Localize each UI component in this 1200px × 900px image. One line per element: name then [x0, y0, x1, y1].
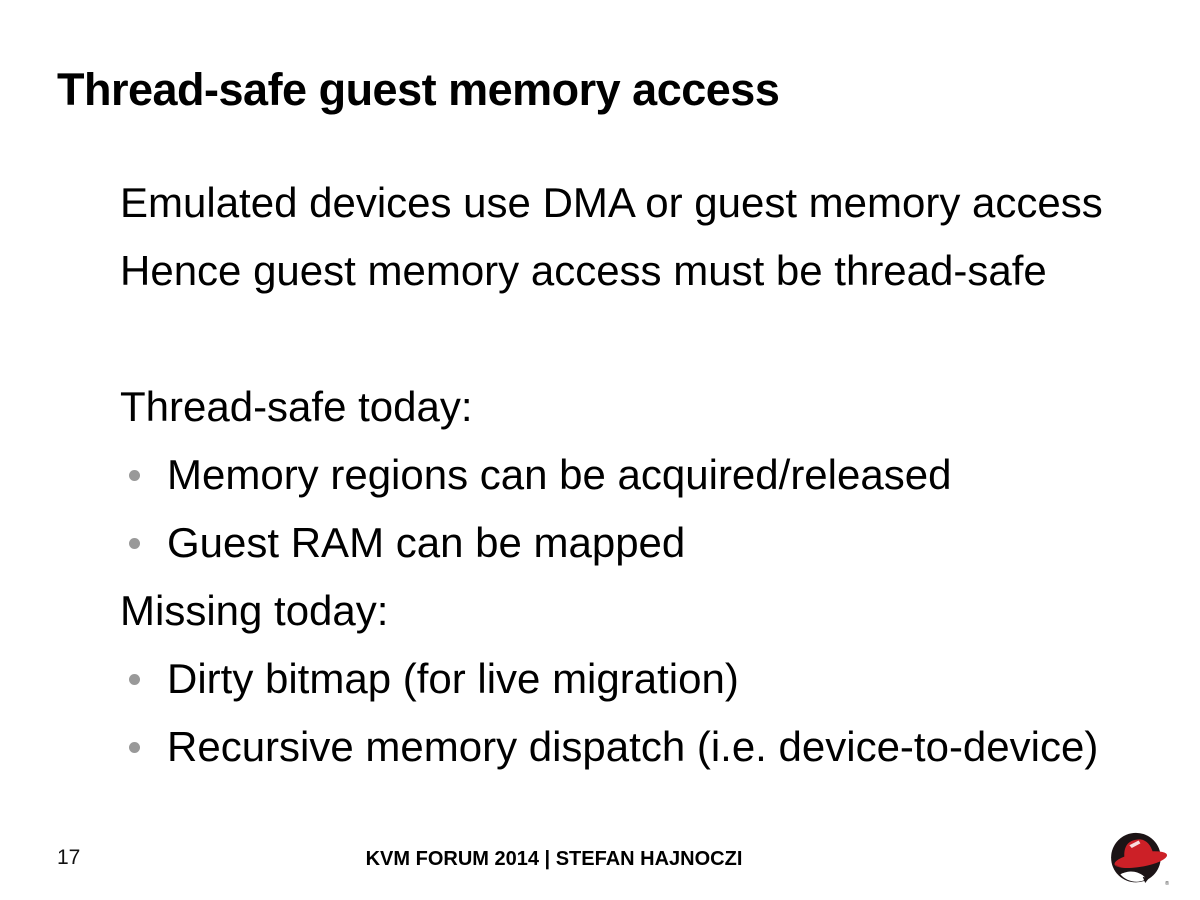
slide-body: Emulated devices use DMA or guest memory…	[120, 169, 1150, 781]
body-line-text: Missing today:	[120, 587, 389, 634]
body-line: Hence guest memory access must be thread…	[120, 237, 1150, 305]
footer-text: KVM FORUM 2014 | STEFAN HAJNOCZI	[365, 848, 743, 870]
bullet-item: Dirty bitmap (for live migration)	[120, 645, 1150, 713]
bullet-icon	[129, 537, 140, 549]
bullet-item-text: Recursive memory dispatch (i.e. device-t…	[167, 723, 1099, 770]
redhat-shadowman-logo: ®	[1111, 832, 1170, 887]
bullet-item-text: Dirty bitmap (for live migration)	[167, 655, 739, 702]
body-line-text: Hence guest memory access must be thread…	[120, 247, 1047, 294]
page-number: 17	[57, 846, 81, 869]
registered-trademark: ®	[1165, 880, 1170, 887]
body-line: Missing today:	[120, 577, 1150, 645]
bullet-item: Memory regions can be acquired/released	[120, 441, 1150, 509]
bullet-item: Guest RAM can be mapped	[120, 509, 1150, 577]
body-line-text: Emulated devices use DMA or guest memory…	[120, 179, 1103, 226]
bullet-item: Recursive memory dispatch (i.e. device-t…	[120, 713, 1150, 781]
bullet-item-text: Memory regions can be acquired/released	[167, 451, 952, 498]
slide-title: Thread-safe guest memory access	[57, 64, 780, 115]
bullet-item-text: Guest RAM can be mapped	[167, 519, 686, 566]
bullet-icon	[129, 741, 140, 753]
body-line: Emulated devices use DMA or guest memory…	[120, 169, 1150, 237]
body-line-text: Thread-safe today:	[120, 383, 473, 430]
body-line: Thread-safe today:	[120, 373, 1150, 441]
blank-line	[120, 305, 1150, 373]
bullet-icon	[129, 469, 140, 481]
bullet-icon	[129, 673, 140, 685]
